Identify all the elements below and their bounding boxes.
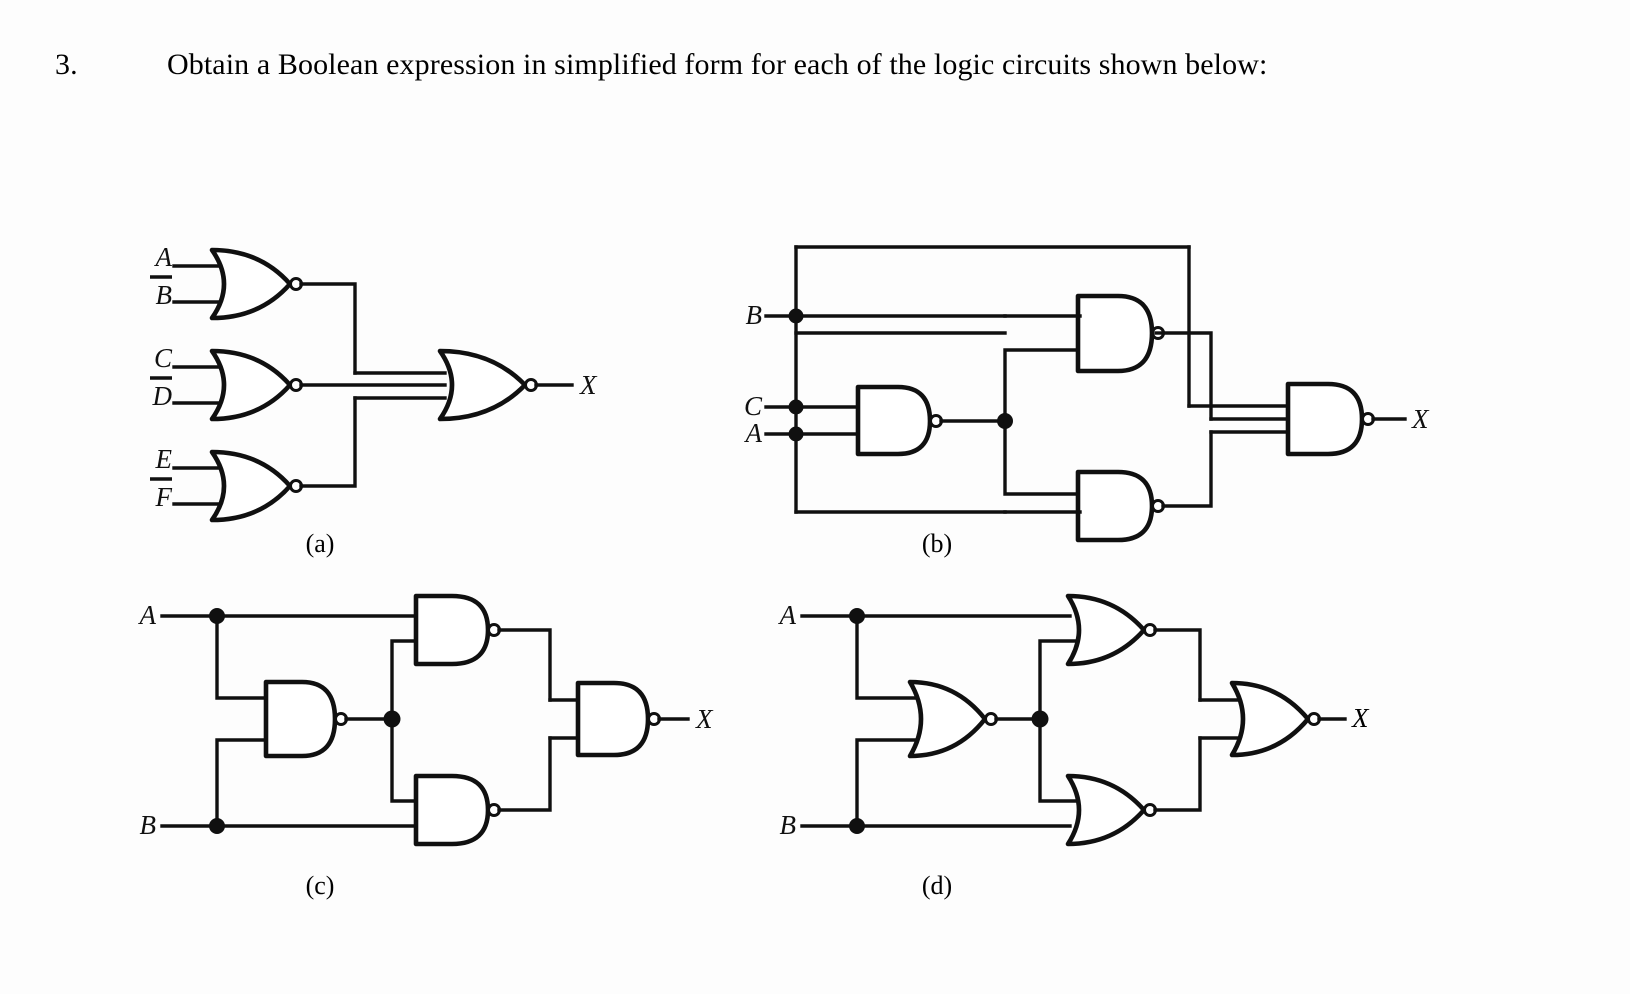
wire-a-branch-down — [855, 614, 917, 700]
gate-nor-d-out — [1229, 680, 1321, 758]
wire-nor1-to-top — [1038, 639, 1077, 721]
caption-c: (c) — [305, 871, 335, 900]
wire-b-branch-up — [215, 738, 270, 828]
label-b: B — [780, 810, 797, 840]
label-output-x-d: X — [1352, 703, 1369, 733]
gate-nor-a1 — [209, 247, 303, 321]
label-a: A — [154, 242, 173, 272]
figure-b: B C A X — [740, 232, 1430, 543]
gate-nand-b-bottom — [1075, 469, 1165, 543]
gate-nor-d1 — [907, 679, 998, 759]
gate-nor-a3 — [209, 449, 303, 523]
wire-bottom-nand-out — [1161, 430, 1213, 508]
wire-a-branch-down — [215, 614, 270, 700]
label-output-x: X — [1411, 404, 1430, 434]
label-d: D — [152, 381, 173, 411]
gate-nand-c3 — [413, 773, 501, 847]
wire-b-branch-up — [855, 738, 917, 828]
wire-nand1-to-bottom — [390, 717, 420, 803]
question-number: 3. — [55, 48, 78, 81]
wire-nor1-out — [299, 282, 357, 375]
question-text: Obtain a Boolean expression in simplifie… — [167, 48, 1268, 81]
gate-nand-c2 — [413, 593, 501, 667]
label-output-x: X — [579, 370, 598, 400]
wire-nand3-out — [497, 736, 552, 812]
label-a: A — [778, 600, 797, 630]
label-b: B — [140, 810, 157, 840]
wire-mid-to-bottom — [1003, 419, 1082, 496]
gate-nand-b-top — [1075, 293, 1165, 374]
label-c: C — [744, 391, 763, 421]
gate-nor-a-out — [437, 348, 538, 422]
label-c: C — [154, 343, 173, 373]
label-output-x: X — [695, 704, 714, 734]
wire-nand2-out — [497, 628, 552, 702]
figure-d: A B — [770, 578, 1350, 858]
junction-dot-c — [788, 399, 804, 415]
gate-nor-d2 — [1065, 593, 1157, 667]
junction-dot-b — [788, 308, 804, 324]
junction-dot-a — [788, 426, 804, 442]
gate-nand-c-out — [575, 680, 661, 758]
wire-nor1-to-bottom — [1038, 717, 1077, 803]
caption-b: (b) — [921, 529, 953, 558]
caption-a: (a) — [305, 529, 335, 558]
label-b: B — [746, 300, 763, 330]
label-a: A — [744, 418, 763, 448]
wire-nand1-to-top — [390, 639, 420, 721]
gate-nor-d3 — [1065, 773, 1157, 847]
wire-nor3-out — [299, 396, 357, 488]
label-b: B — [156, 280, 173, 310]
label-f: F — [155, 482, 173, 512]
figure-c: A B X — [130, 578, 714, 858]
gate-nand-b-mid — [855, 384, 943, 457]
wire-nor3-out — [1153, 736, 1202, 812]
gate-nor-a2 — [209, 348, 303, 422]
wire-nor2-out — [1153, 628, 1202, 702]
label-a: A — [138, 600, 157, 630]
label-e: E — [155, 444, 173, 474]
gate-nand-b-out — [1285, 381, 1375, 457]
wire-top-nand-out — [1161, 331, 1213, 421]
gate-nand-c1 — [263, 679, 348, 759]
figure-a: A B C D E F X — [140, 232, 610, 523]
caption-d: (d) — [921, 871, 953, 900]
question-heading: 3. Obtain a Boolean expression in simpli… — [55, 48, 1575, 83]
wire-mid-to-top — [1003, 348, 1082, 423]
